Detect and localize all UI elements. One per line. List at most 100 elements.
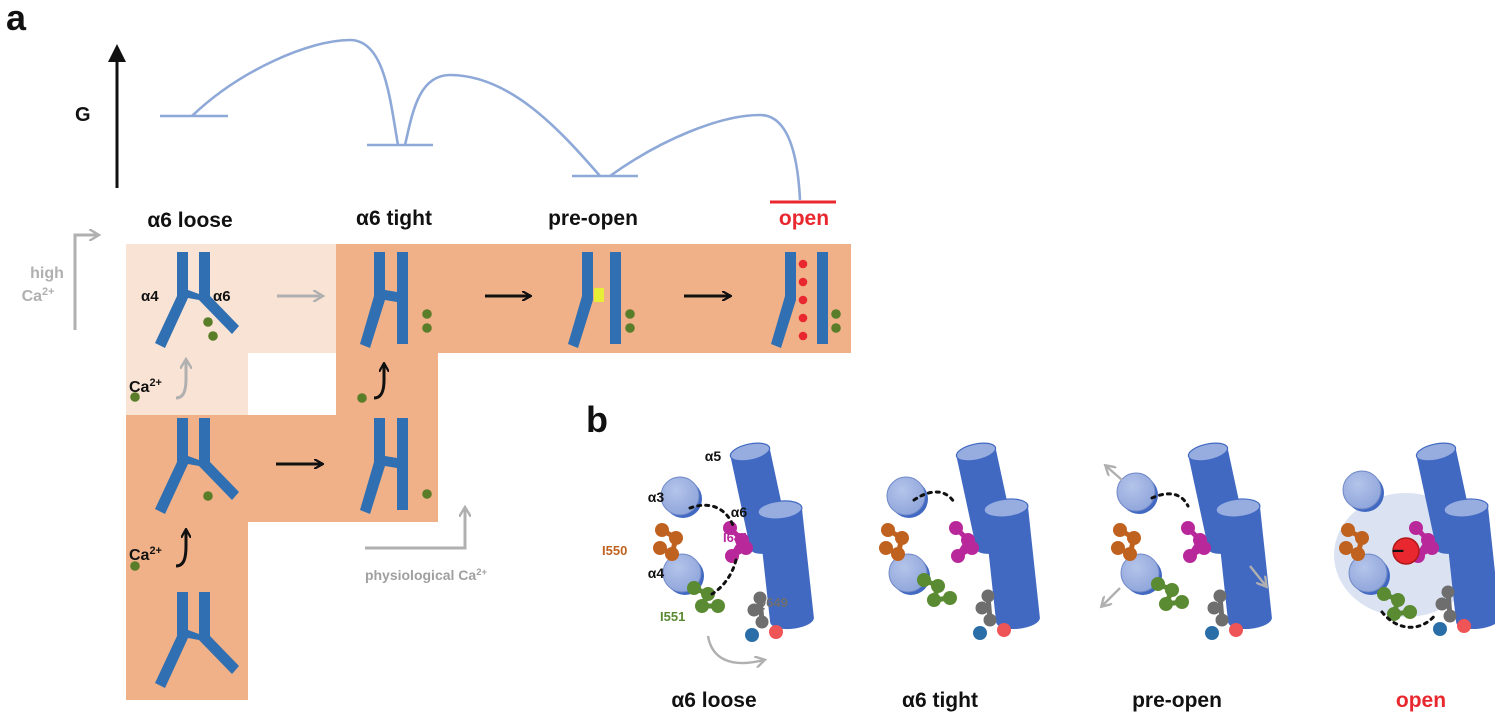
b-helix-label-a5: α5 [705, 448, 722, 464]
cylinder-cap [955, 442, 997, 462]
atom [1377, 587, 1391, 601]
schematic-preopen [568, 252, 635, 348]
helix-a6 [397, 252, 408, 344]
helix-label-a4: α4 [141, 288, 159, 305]
helix-a6 [817, 252, 828, 344]
helix-a4 [155, 418, 188, 514]
residue-i551 [917, 573, 957, 607]
b-helix-label-a3: α3 [648, 489, 665, 505]
residue-q649 [745, 591, 783, 642]
calcium-ion [422, 489, 432, 499]
residue-q649 [973, 589, 1011, 640]
calcium-ion-free [357, 393, 367, 403]
residue-i550 [1339, 523, 1369, 561]
atom [669, 531, 683, 545]
nitrogen-atom [1433, 622, 1447, 636]
tight-column-background [336, 353, 438, 522]
atom [1351, 547, 1365, 561]
atom [949, 521, 963, 535]
calcium-ion-free [130, 392, 140, 402]
atom [1123, 547, 1137, 561]
arrow-ca-lower [175, 530, 186, 568]
calcium-ion [208, 331, 218, 341]
atom [881, 523, 895, 537]
state-title-preopen: pre-open [548, 207, 638, 230]
cylinder-cap [983, 498, 1029, 518]
b-helix-label-a6: α6 [731, 504, 748, 520]
pore-domain-models [653, 442, 1495, 663]
atom [1127, 531, 1141, 545]
top-row-background [336, 244, 851, 353]
residue-label-q649: Q649 [756, 595, 788, 610]
nitrogen-atom [1205, 626, 1219, 640]
atom [753, 591, 767, 605]
b-state-title-open: open [1396, 689, 1446, 712]
oxygen-atom [997, 623, 1011, 637]
arrow-ca-upper [175, 360, 186, 400]
schematic-open [771, 252, 841, 348]
helix-end [1342, 470, 1382, 510]
calcium-ion [422, 309, 432, 319]
atom [755, 615, 769, 629]
atom [1151, 577, 1165, 591]
calcium-ion [203, 491, 213, 501]
helix-a4 [1348, 553, 1390, 595]
motion-arrow [1249, 565, 1266, 586]
residue-i550 [1111, 523, 1141, 561]
atom [951, 549, 965, 563]
oxygen-atom [1457, 619, 1471, 633]
charge-symbol: – [1392, 537, 1404, 562]
residue-i641 [723, 521, 753, 563]
calcium-ion [831, 309, 841, 319]
calcium-ion [625, 323, 635, 333]
motion-arrow [1106, 466, 1123, 481]
gate-wedge [385, 456, 397, 468]
atom [1425, 541, 1439, 555]
atom [1441, 585, 1455, 599]
atom [711, 599, 725, 613]
pore-outline [688, 503, 738, 596]
cylinder-cap [729, 442, 771, 462]
high-ca-arrow [73, 235, 98, 330]
gate-wedge [188, 290, 199, 300]
model-tight [879, 442, 1040, 640]
helix-a4 [155, 592, 188, 688]
atom [1181, 521, 1195, 535]
helix-end [1120, 553, 1160, 593]
nitrogen-atom [745, 628, 759, 642]
helix-end [1348, 553, 1388, 593]
cylinder-body [1216, 505, 1272, 630]
panel-a-label: a [6, 0, 27, 38]
atom [917, 573, 931, 587]
atom [1339, 541, 1353, 555]
pore-outline [912, 490, 956, 504]
permeant-ion [798, 259, 808, 269]
residue-i551 [687, 581, 725, 613]
oxygen-atom [769, 625, 783, 639]
high-ca-ion-label: Ca2+ [22, 286, 55, 305]
atom [895, 531, 909, 545]
atom [891, 547, 905, 561]
atom [879, 541, 893, 555]
atom [1175, 595, 1189, 609]
atom [739, 541, 753, 555]
atom [1113, 523, 1127, 537]
energy-axis-label: G [75, 104, 91, 126]
atom [1165, 583, 1179, 597]
permeant-ion [798, 331, 808, 341]
oxygen-atom [1229, 623, 1243, 637]
atom [665, 547, 679, 561]
model-preopen [1102, 442, 1272, 640]
atom [1403, 605, 1417, 619]
residue-label-i550: I550 [602, 543, 627, 558]
b-state-title-preopen: pre-open [1132, 689, 1222, 712]
model-open [1334, 442, 1495, 636]
atom [1111, 541, 1125, 555]
atom [1207, 601, 1221, 615]
arrow-ca-tight [373, 364, 384, 400]
barrier-1 [191, 38, 400, 146]
atom [981, 589, 995, 603]
helix-a3 [1116, 472, 1158, 514]
atom [747, 603, 761, 617]
